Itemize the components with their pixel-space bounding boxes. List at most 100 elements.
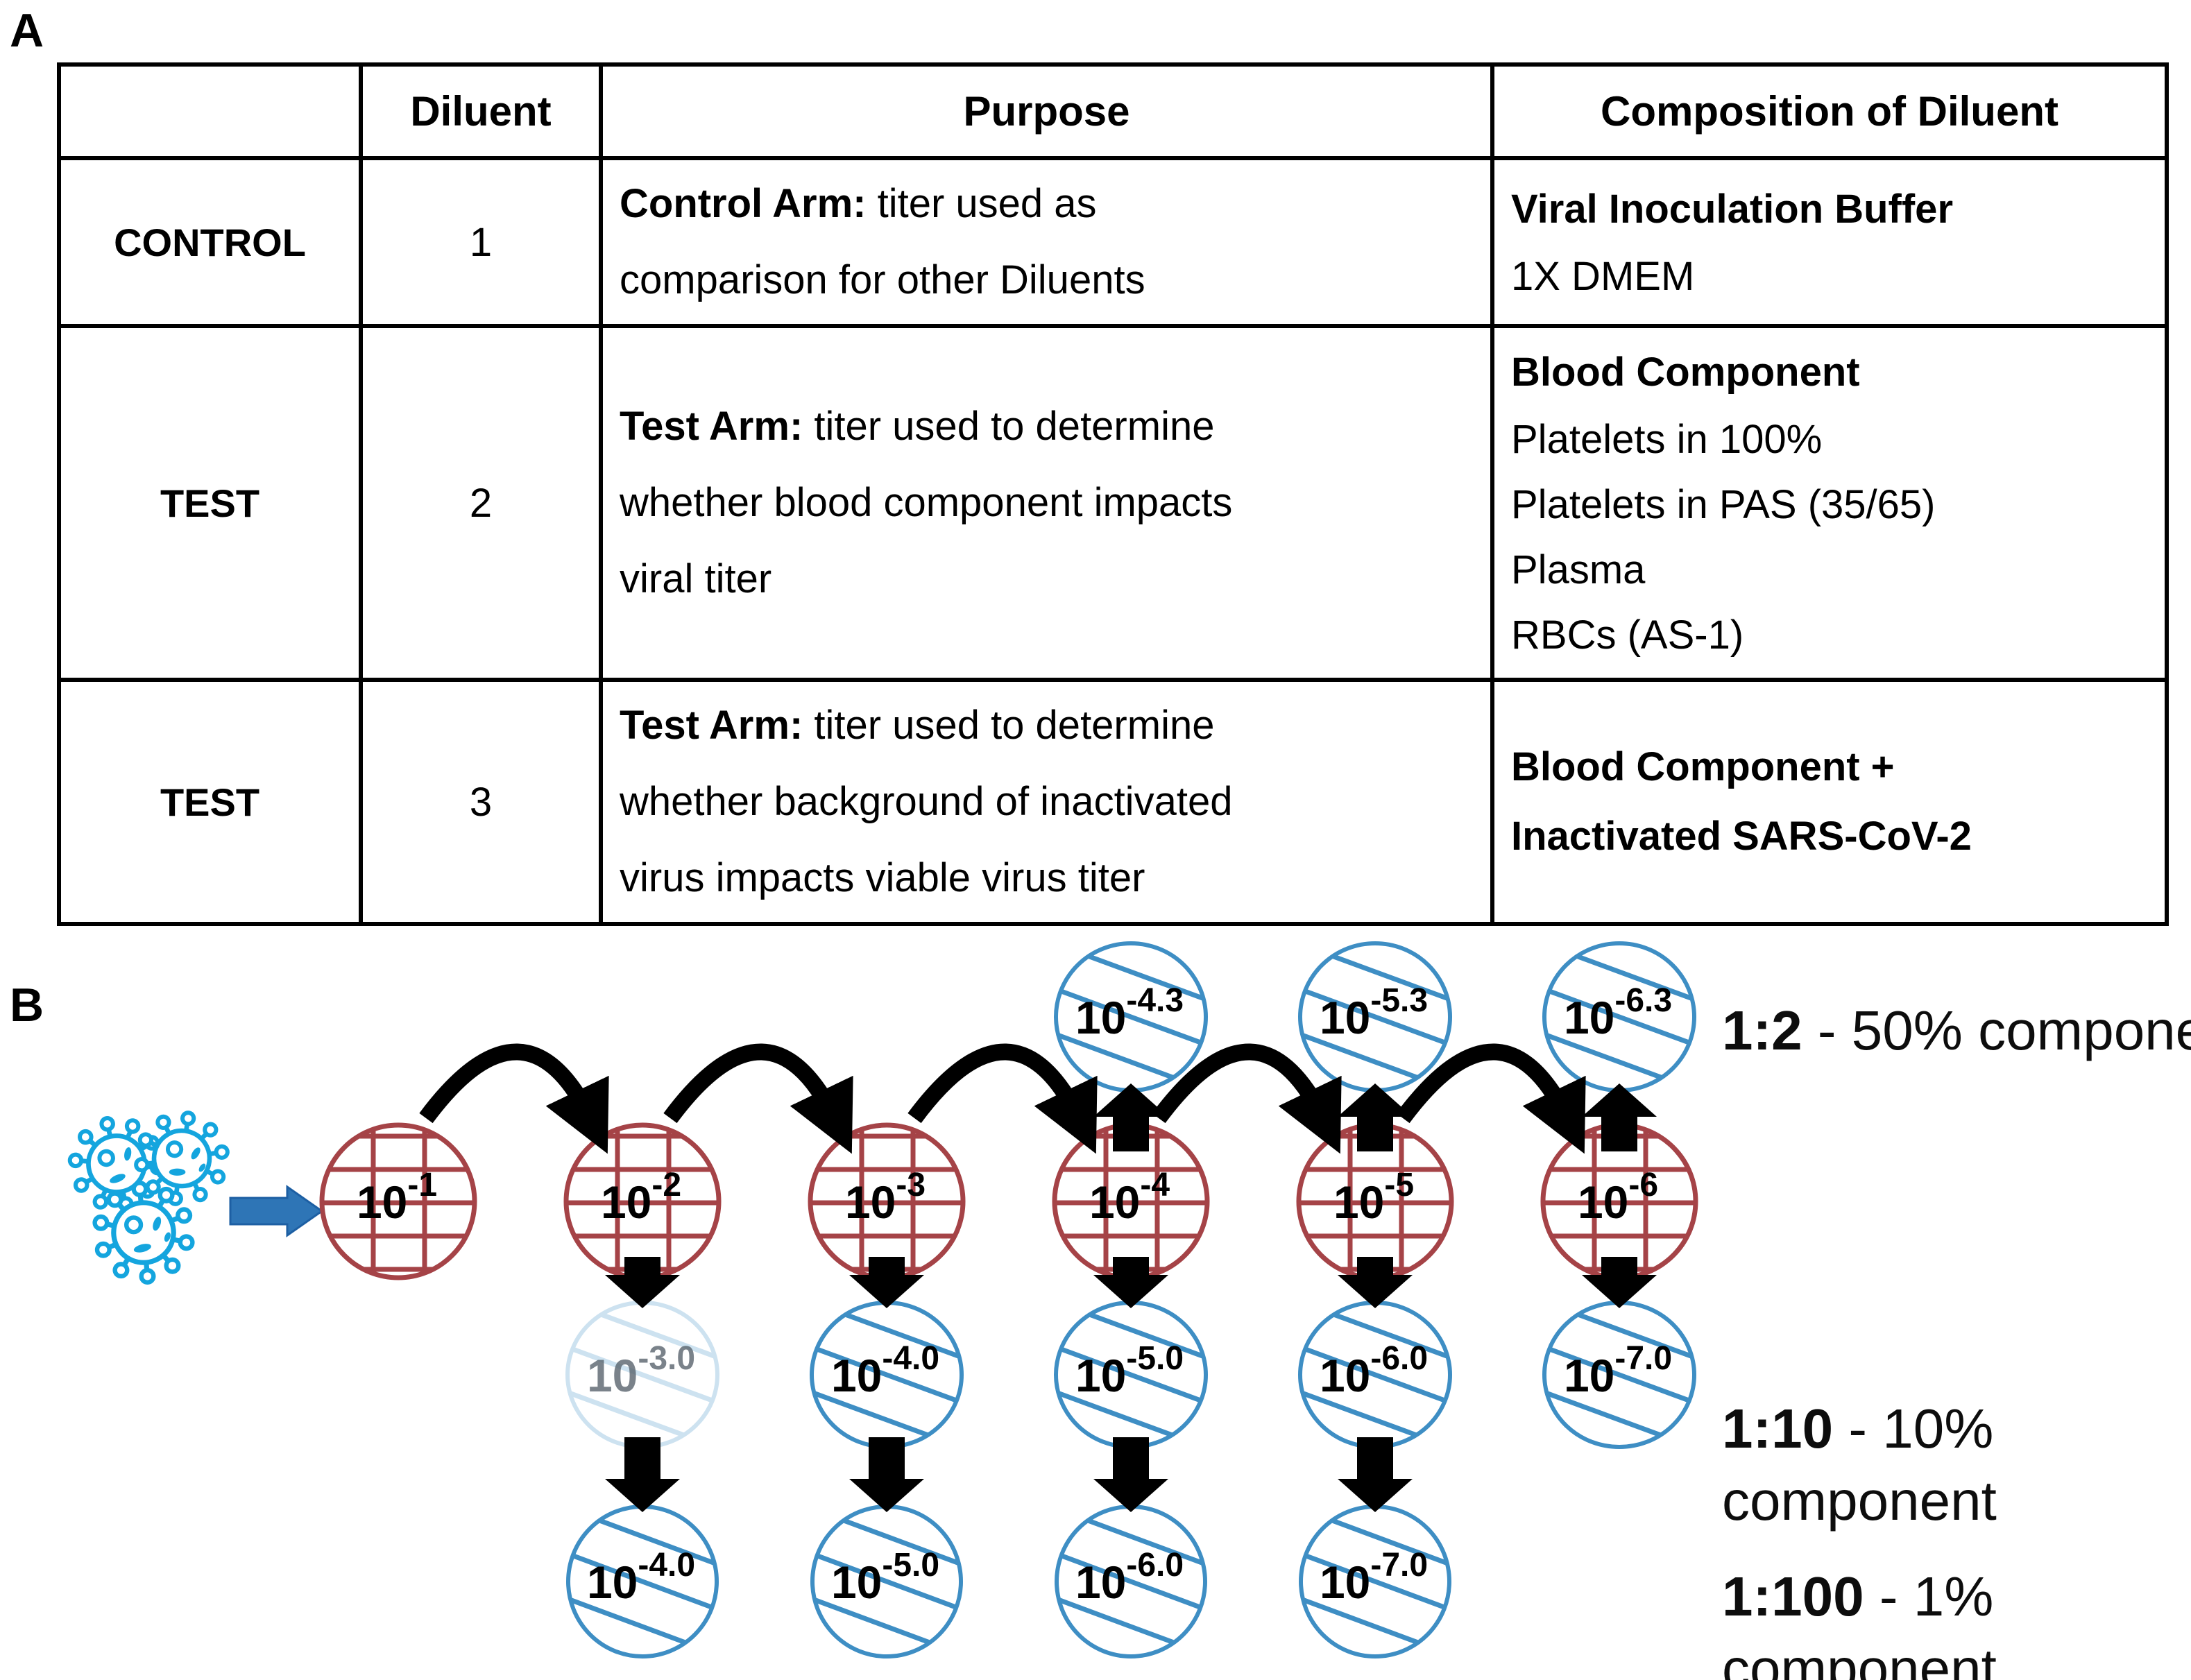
legend-tail-2: component: [1722, 1638, 1997, 1680]
purpose-rest: titer used to determine: [803, 703, 1215, 748]
dilution-circle-blue: 10-6.3: [1542, 941, 1696, 1092]
legend-ratio: 1:10: [1722, 1398, 1834, 1459]
dilution-titer-label: 10-7.0: [1564, 1340, 1672, 1401]
table-row-test-2: TEST 2 Test Arm: titer used to determine…: [57, 324, 2169, 682]
purpose-lead: Test Arm:: [620, 404, 803, 449]
dilution-titer-label: 10-4.3: [1075, 982, 1184, 1043]
composition-line: RBCs (AS-1): [1511, 612, 1744, 658]
column-header-composition: Composition of Diluent: [1490, 62, 2169, 160]
legend-ratio-1-100: 1:100 - 1% component: [1722, 1561, 1997, 1680]
legend-line: 1:10 - 10%: [1722, 1393, 1997, 1465]
legend-tail: - 50% component: [1817, 1000, 2191, 1061]
legend-tail: - 1%: [1864, 1566, 1994, 1627]
dilution-arrow-down: [1093, 1437, 1168, 1512]
purpose-line: virus impacts viable virus titer: [620, 855, 1145, 900]
composition-line: Platelets in PAS (35/65): [1511, 482, 1936, 527]
serial-transfer-arc: [419, 1043, 609, 1154]
dilution-arrow-down: [1338, 1437, 1413, 1512]
purpose-cell: Test Arm: titer used to determine whethe…: [599, 678, 1494, 926]
column-header-arm: [57, 62, 363, 160]
table-row-control: CONTROL 1 Control Arm: titer used as com…: [57, 156, 2169, 328]
purpose-line: comparison for other Diluents: [620, 257, 1145, 302]
purpose-line: whether blood component impacts: [620, 480, 1233, 525]
purpose-line: viral titer: [620, 556, 772, 601]
dilution-arrow-up: [1338, 1083, 1413, 1151]
dilution-circle-red: 10-3: [808, 1122, 966, 1280]
legend-ratio: 1:100: [1722, 1566, 1864, 1627]
dilution-arrow-down: [605, 1257, 680, 1308]
dilution-titer-label: 10-2: [601, 1167, 681, 1228]
dilution-titer-label: 10-6.0: [1320, 1340, 1428, 1401]
legend-line: 1:2 - 50% component: [1722, 995, 2191, 1067]
circle-pattern: [563, 1122, 722, 1280]
dilution-titer-label: 10-7.0: [1320, 1547, 1428, 1608]
composition-cell: Blood Component + Inactivated SARS-CoV-2: [1490, 678, 2169, 926]
composition-cell: Blood Component Platelets in 100% Platel…: [1490, 324, 2169, 682]
dilution-circle-blue: 10-4.0: [566, 1505, 719, 1658]
dilution-arrow-down: [1582, 1257, 1657, 1308]
dilution-titer-label: 10-6: [1578, 1167, 1658, 1228]
dilution-titer-label: 10-4: [1089, 1167, 1170, 1228]
dilution-arrow-down: [849, 1437, 924, 1512]
dilution-titer-label: 10-1: [357, 1167, 437, 1228]
composition-title-line-2: Inactivated SARS-CoV-2: [1511, 814, 1972, 859]
table-header-row: Diluent Purpose Composition of Diluent: [57, 62, 2169, 160]
composition-title: Blood Component +: [1511, 744, 1895, 789]
column-header-purpose: Purpose: [599, 62, 1494, 160]
composition-line: Platelets in 100%: [1511, 417, 1823, 462]
inoculation-arrow-icon: [229, 1185, 324, 1237]
dilution-titer-label: 10-5.0: [831, 1547, 939, 1608]
legend-line: 1:100 - 1%: [1722, 1561, 1997, 1633]
legend-ratio: 1:2: [1722, 1000, 1802, 1061]
diluent-number-cell: 1: [359, 156, 603, 328]
table-row-test-3: TEST 3 Test Arm: titer used to determine…: [57, 678, 2169, 926]
arm-cell: TEST: [57, 678, 363, 926]
dilution-titer-label: 10-4.0: [587, 1547, 695, 1608]
serial-transfer-arc: [663, 1043, 853, 1154]
arm-cell: TEST: [57, 324, 363, 682]
arm-cell: CONTROL: [57, 156, 363, 328]
panel-b-label: B: [10, 979, 44, 1031]
dilution-arrow-down: [849, 1257, 924, 1308]
purpose-lead: Control Arm:: [620, 181, 867, 226]
dilution-arrow-down: [1338, 1257, 1413, 1308]
dilution-titer-label: 10-5: [1333, 1167, 1414, 1228]
purpose-rest: titer used as: [866, 181, 1097, 226]
dilution-arrow-down: [605, 1437, 680, 1512]
composition-line: 1X DMEM: [1511, 254, 1695, 299]
legend-tail-2: component: [1722, 1470, 1997, 1532]
column-header-diluent: Diluent: [359, 62, 603, 160]
dilution-arrow-down: [1093, 1257, 1168, 1308]
dilution-titer-label: 10-3.0: [587, 1340, 695, 1401]
purpose-line: whether background of inactivated: [620, 779, 1233, 824]
legend-ratio-1-10: 1:10 - 10% component: [1722, 1393, 1997, 1537]
dilution-titer-label: 10-6.3: [1564, 982, 1672, 1043]
dilution-circle-red: 10-2: [563, 1122, 722, 1280]
composition-cell: Viral Inoculation Buffer 1X DMEM: [1490, 156, 2169, 328]
panel-a-label: A: [10, 4, 44, 57]
diluent-number-cell: 2: [359, 324, 603, 682]
purpose-rest: titer used to determine: [803, 404, 1215, 449]
dilution-titer-label: 10-5.3: [1320, 982, 1428, 1043]
serial-transfer-arc: [1396, 1043, 1586, 1154]
dilution-arrow-up: [1093, 1083, 1168, 1151]
dilution-titer-label: 10-4.0: [831, 1340, 939, 1401]
composition-line: Plasma: [1511, 547, 1646, 592]
dilution-diagram: 10-1 10-2 10-3 10-4 10-5 10-6 10-4.3 10-5.3 10-6…: [0, 941, 1698, 1658]
purpose-cell: Test Arm: titer used to determine whethe…: [599, 324, 1494, 682]
dilution-titer-label: 10-5.0: [1075, 1340, 1184, 1401]
serial-transfer-arc: [907, 1043, 1098, 1154]
dilution-circle-blue: 10-5.0: [1054, 1301, 1208, 1449]
purpose-cell: Control Arm: titer used as comparison fo…: [599, 156, 1494, 328]
serial-transfer-arc: [1152, 1043, 1342, 1154]
dilution-arrow-up: [1582, 1083, 1657, 1151]
purpose-lead: Test Arm:: [620, 703, 803, 748]
diluent-number-cell: 3: [359, 678, 603, 926]
composition-title: Viral Inoculation Buffer: [1511, 187, 1954, 232]
dilution-titer-label: 10-3: [845, 1167, 926, 1228]
diluent-table: Diluent Purpose Composition of Diluent C…: [57, 62, 2169, 926]
dilution-circle-red: 10-1: [319, 1122, 477, 1280]
legend-ratio-1-2: 1:2 - 50% component: [1722, 995, 2191, 1067]
dilution-titer-label: 10-6.0: [1075, 1547, 1184, 1608]
